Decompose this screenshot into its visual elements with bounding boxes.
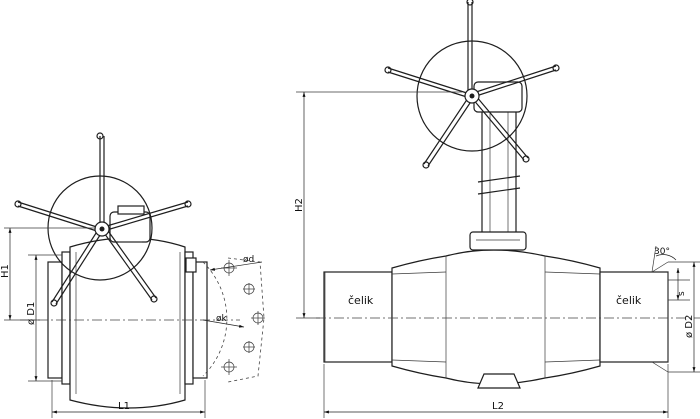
d1-dimension — [28, 254, 62, 382]
d1-label: ø D1 — [26, 302, 37, 325]
d-small-label: ød — [243, 255, 254, 265]
left-valve-body — [69, 237, 186, 409]
right-hub-center — [469, 93, 475, 99]
bevel-angle-dimension — [651, 245, 677, 273]
bolt-circle-detail — [202, 257, 265, 383]
right-valve-body — [391, 249, 601, 385]
left-gearbox — [109, 205, 151, 243]
angle-label: 30° — [654, 247, 670, 257]
right-valve-view: H2 L2 ø D2 s 30° čelik čelik — [294, 0, 700, 418]
k-label: øk — [216, 314, 228, 324]
material-right-label: čelik — [616, 294, 642, 307]
h1-dimension — [4, 227, 96, 321]
left-handwheel-spokes — [14, 132, 192, 307]
h2-dimension — [296, 91, 462, 319]
left-valve-view: ød øk H1 ø D1 L1 — [0, 132, 265, 418]
right-drain-plug — [477, 373, 521, 389]
right-pipe-right — [599, 261, 690, 373]
d2-label: ø D2 — [684, 315, 695, 338]
l2-label: L2 — [492, 401, 504, 412]
l2-dimension — [323, 364, 669, 418]
left-hub-center — [99, 226, 105, 232]
h2-label: H2 — [294, 198, 305, 212]
d2-dimension — [668, 261, 700, 373]
s-label: s — [677, 291, 687, 296]
material-left-label: čelik — [348, 294, 374, 307]
l1-dimension — [51, 380, 206, 418]
l1-label: L1 — [118, 401, 130, 412]
left-flange-left — [47, 251, 71, 385]
right-handwheel-spokes — [384, 0, 560, 169]
right-stem-extension — [469, 81, 527, 251]
right-pipe-left — [323, 271, 393, 363]
left-flange-right — [184, 251, 208, 385]
h1-label: H1 — [0, 264, 11, 278]
